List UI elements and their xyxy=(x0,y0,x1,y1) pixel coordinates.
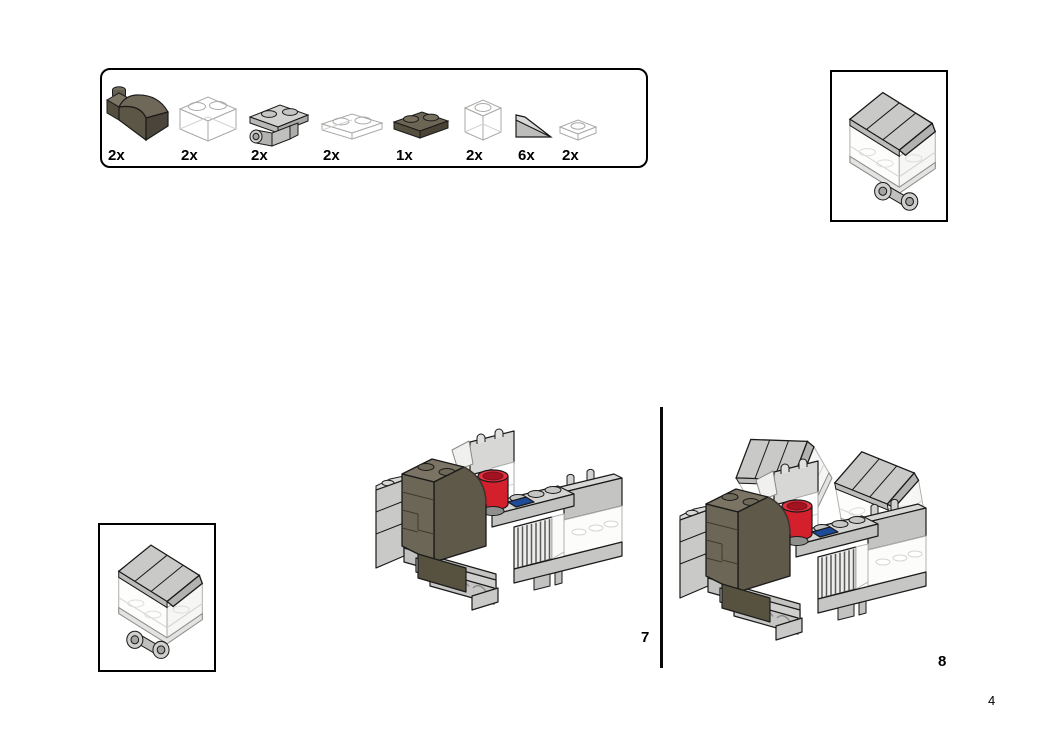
part-qty-label: 2x xyxy=(181,147,198,164)
part-icon-brick-1x2-curved-top-dark-olive xyxy=(106,82,172,146)
part-icon-plate-1x2-dark-olive xyxy=(392,108,450,142)
part-qty-label: 2x xyxy=(562,147,579,164)
part-icon-brick-1x1-trans-clear xyxy=(462,95,504,143)
step-8-illustration xyxy=(679,413,930,641)
step-7-illustration xyxy=(375,428,623,611)
step-8-number: 8 xyxy=(938,653,947,670)
part-qty-label: 2x xyxy=(251,147,268,164)
part-qty-label: 1x xyxy=(396,147,413,164)
step-divider-line xyxy=(660,407,663,668)
part-icon-plate-1x1-trans-clear xyxy=(558,116,598,142)
subassembly-preview-image xyxy=(118,544,203,659)
step-7-figure xyxy=(374,428,646,631)
part-icon-slope-light-gray xyxy=(512,112,554,144)
part-qty-label: 6x xyxy=(518,147,535,164)
page-number: 4 xyxy=(988,693,996,708)
step-7-number: 7 xyxy=(641,629,650,646)
part-qty-label: 2x xyxy=(108,147,125,164)
part-qty-label: 2x xyxy=(466,147,483,164)
part-icon-plate-1x2-wheel-holder xyxy=(248,102,310,148)
part-icon-brick-1x2-trans-clear xyxy=(178,93,238,143)
part-qty-label: 2x xyxy=(323,147,340,164)
parts-list-panel: 2x 2x xyxy=(100,68,648,168)
subassembly-preview-image xyxy=(849,91,936,211)
part-icon-plate-1x2-trans-clear xyxy=(320,112,384,140)
subassembly-preview-box-top-right xyxy=(830,70,948,222)
step-8-figure xyxy=(666,398,966,661)
subassembly-preview-box-left xyxy=(98,523,216,672)
